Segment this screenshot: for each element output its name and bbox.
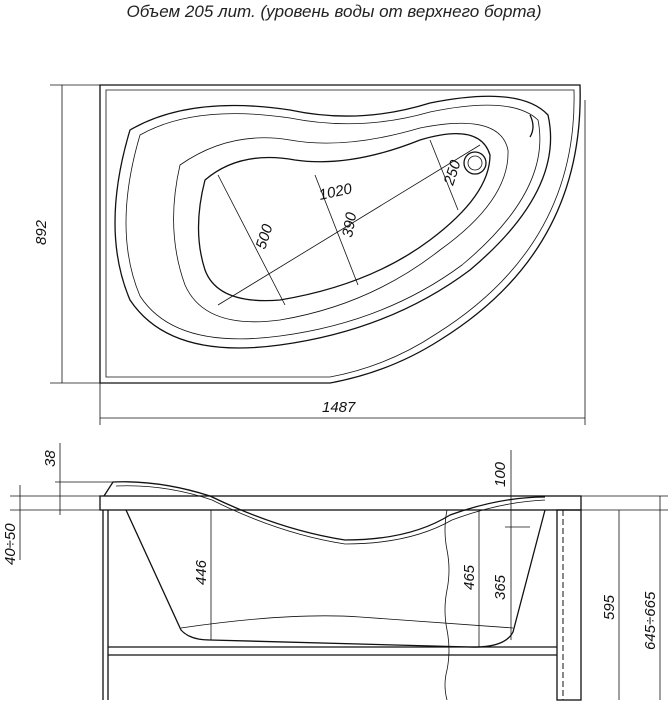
side-view: 38 40÷50 446 465 365 100 595 645÷665 (2, 443, 668, 701)
dim-depth-main: 465 (461, 564, 478, 590)
drain-icon (463, 151, 487, 175)
headrest (103, 481, 546, 541)
bowl-inner (173, 122, 509, 323)
bottom-contour (197, 133, 491, 302)
dim-head-width: 500 (253, 222, 277, 252)
break-line (444, 509, 450, 701)
dim-frame-height: 595 (601, 594, 618, 620)
overflow-icon (529, 114, 534, 138)
drain-inner-icon (467, 155, 483, 171)
dim-width: 1487 (322, 399, 356, 416)
dim-total-height: 645÷665 (642, 591, 659, 650)
volume-caption: Объем 205 лит. (уровень воды от верхнего… (126, 2, 542, 21)
dim-rim-height: 40÷50 (2, 523, 19, 565)
bowl-outer (114, 95, 552, 349)
rim (99, 495, 582, 511)
dim-depth-head: 446 (193, 559, 210, 585)
top-view: 892 1487 1020 390 500 250 (33, 84, 586, 425)
dim-inner-length: 1020 (317, 180, 354, 204)
rim-contour (105, 89, 575, 378)
dim-height: 892 (33, 219, 50, 245)
dim-depth-overflow: 365 (492, 574, 509, 600)
dim-overflow-offset: 100 (492, 461, 509, 487)
frame-right (556, 509, 582, 701)
bowl-side (125, 509, 546, 648)
outer-contour (99, 84, 581, 384)
dim-inner-width: 390 (339, 210, 360, 238)
bowl-mid (125, 104, 541, 340)
dim-headrest: 38 (42, 450, 59, 467)
dim-drain-width: 250 (440, 158, 464, 189)
